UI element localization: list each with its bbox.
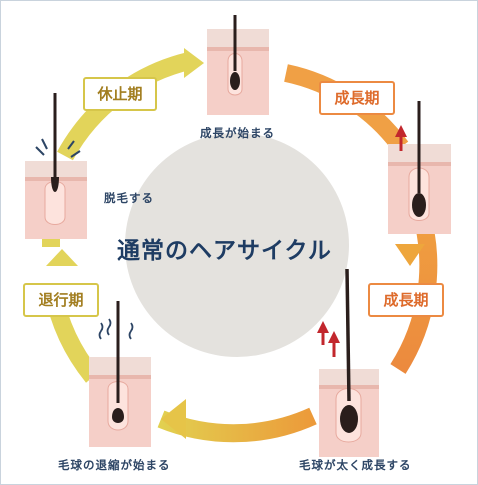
caption-bulb-grows: 毛球が太く成長する [299, 458, 412, 472]
phase-label-regression: 退行期 [23, 283, 99, 317]
caption-shedding: 脱毛する [104, 191, 154, 205]
arrow-head-bottom [161, 399, 186, 439]
arrow-head-right [395, 244, 425, 266]
hair-panel-bulb-shrinks [89, 301, 151, 447]
bulb-grows-arrows-icon [317, 321, 340, 357]
caption-bulb-shrinks: 毛球の退縮が始まる [58, 458, 171, 472]
diagram-title: 通常のヘアサイクル [117, 238, 332, 264]
phase-label-rest: 休止期 [83, 77, 157, 111]
growth-up-arrow-icon [395, 125, 407, 151]
phase-label-growth-right: 成長期 [368, 283, 444, 317]
center-circle [125, 133, 349, 357]
phase-label-growth-top: 成長期 [319, 81, 395, 115]
hair-panel-bulb-grows [319, 268, 379, 457]
shedding-motion-lines-icon [35, 138, 81, 158]
arrow-head-left [46, 249, 78, 266]
rest-divider [42, 238, 60, 247]
shrink-wavy-lines-icon [98, 318, 134, 340]
caption-growth-start: 成長が始まる [200, 126, 275, 140]
hair-panel-growth-start [207, 15, 269, 115]
hair-panel-growth [388, 101, 451, 234]
arrow-head-top [184, 48, 204, 78]
hair-panel-shedding [25, 93, 87, 239]
